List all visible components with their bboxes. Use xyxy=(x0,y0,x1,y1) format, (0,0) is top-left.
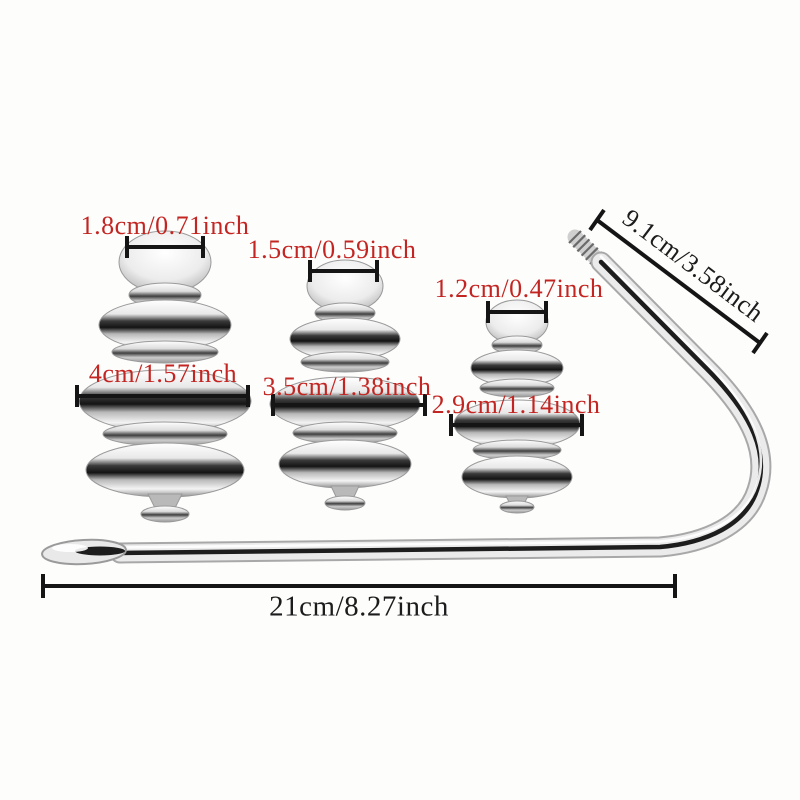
label-hook-total-length: 21cm/8.27inch xyxy=(269,590,449,623)
label-plug-medium-tip-diameter: 1.5cm/0.59inch xyxy=(247,235,417,264)
label-plug-large-body-diameter: 4cm/1.57inch xyxy=(88,359,238,388)
hook xyxy=(41,229,772,566)
dim-line-plug-medium-tip xyxy=(308,260,379,282)
label-plug-large-tip-diameter: 1.8cm/0.71inch xyxy=(80,211,250,240)
hook-eye-tip xyxy=(41,538,127,566)
dim-line-plug-large-tip xyxy=(125,236,205,258)
dim-line-hook-arm xyxy=(588,208,769,355)
dim-line-plug-small-tip xyxy=(486,301,548,323)
label-plug-small-tip-diameter: 1.2cm/0.47inch xyxy=(434,274,604,303)
label-plug-medium-body-diameter: 3.5cm/1.38inch xyxy=(262,372,432,401)
dim-line-plug-large-body xyxy=(75,385,250,407)
dim-line-plug-medium-body xyxy=(271,394,427,416)
dim-line-hook-length xyxy=(41,574,677,598)
dim-line-plug-small-body xyxy=(449,414,584,436)
dimension-lines xyxy=(41,208,769,598)
hook-shaft xyxy=(109,251,772,564)
label-plug-small-body-diameter: 2.9cm/1.14inch xyxy=(431,390,601,419)
